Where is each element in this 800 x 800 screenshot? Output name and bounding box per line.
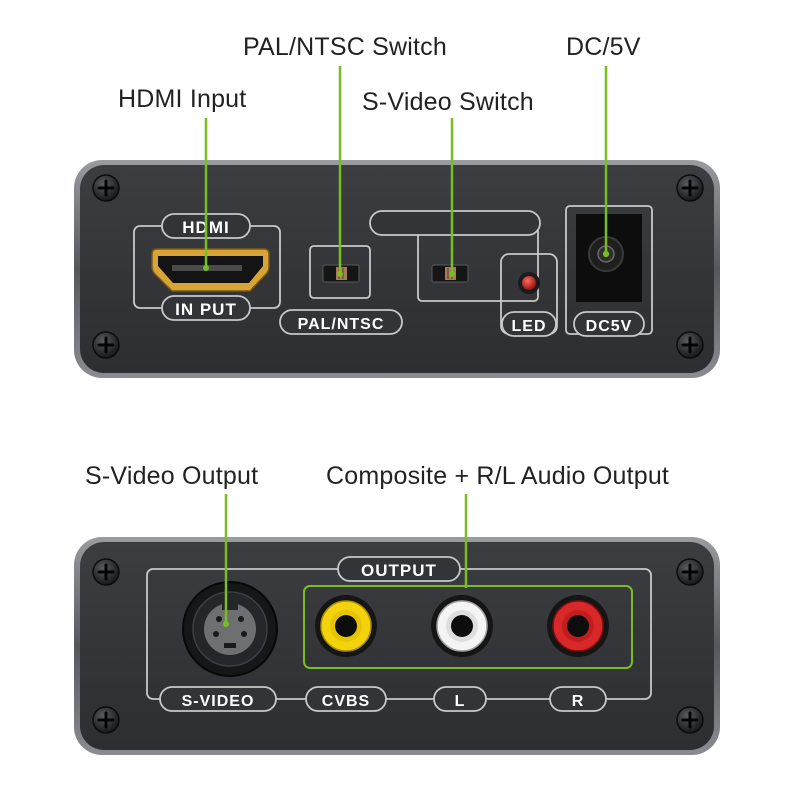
callout-dc-5v: DC/5V	[566, 33, 641, 61]
callout-pal-ntsc-switch: PAL/NTSC Switch	[243, 33, 447, 61]
screw-icon	[91, 557, 121, 587]
pal-ntsc-label-pill	[279, 309, 403, 335]
dc-jack-icon[interactable]	[576, 214, 642, 302]
rca-group-highlight	[303, 585, 633, 669]
led-label-pill	[501, 311, 557, 337]
callout-s-video-switch: S-Video Switch	[362, 88, 534, 116]
cvbs-label-pill	[305, 686, 387, 712]
pal-ntsc-label: PAL/NTSC	[298, 316, 385, 333]
s-video-label: S-VIDEO	[182, 693, 255, 710]
hdmi-port-icon[interactable]	[151, 248, 270, 292]
callout-composite-audio-output: Composite + R/L Audio Output	[326, 462, 670, 490]
screw-icon	[91, 173, 121, 203]
rca-jack-icon[interactable]	[547, 595, 609, 657]
s-video-label-pill	[159, 686, 277, 712]
leader-lines	[204, 66, 608, 624]
dc5v-label: DC5V	[586, 318, 633, 335]
callout-s-video-output: S-Video Output	[85, 462, 259, 490]
screw-icon	[675, 173, 705, 203]
screw-icon	[675, 330, 705, 360]
back-panel: OUTPUT S-VIDEO CVBS L R	[74, 537, 720, 755]
front-panel: HDMI IN PUT PAL/NTSC LED	[74, 160, 720, 378]
s-video-port-icon[interactable]	[182, 581, 278, 677]
rca-jack-icon[interactable]	[431, 595, 493, 657]
rca-jack-icon[interactable]	[315, 595, 377, 657]
led-icon	[518, 272, 540, 294]
dc5v-label-pill	[573, 311, 645, 337]
screw-icon	[91, 330, 121, 360]
input-label-pill	[161, 295, 251, 321]
input-label: IN PUT	[175, 300, 237, 319]
left-label: L	[455, 693, 466, 710]
right-label: R	[572, 693, 585, 710]
right-label-pill	[549, 686, 607, 712]
callout-hdmi-input: HDMI Input	[118, 85, 247, 113]
cvbs-label: CVBS	[322, 693, 370, 710]
cvbs-svideo-label-pill	[369, 210, 541, 236]
led-label: LED	[512, 318, 547, 335]
screw-icon	[91, 705, 121, 735]
left-label-pill	[433, 686, 487, 712]
screw-icon	[675, 705, 705, 735]
output-label-pill	[337, 556, 461, 582]
output-label: OUTPUT	[361, 561, 437, 580]
leader-dots	[203, 251, 609, 627]
screw-icon	[675, 557, 705, 587]
